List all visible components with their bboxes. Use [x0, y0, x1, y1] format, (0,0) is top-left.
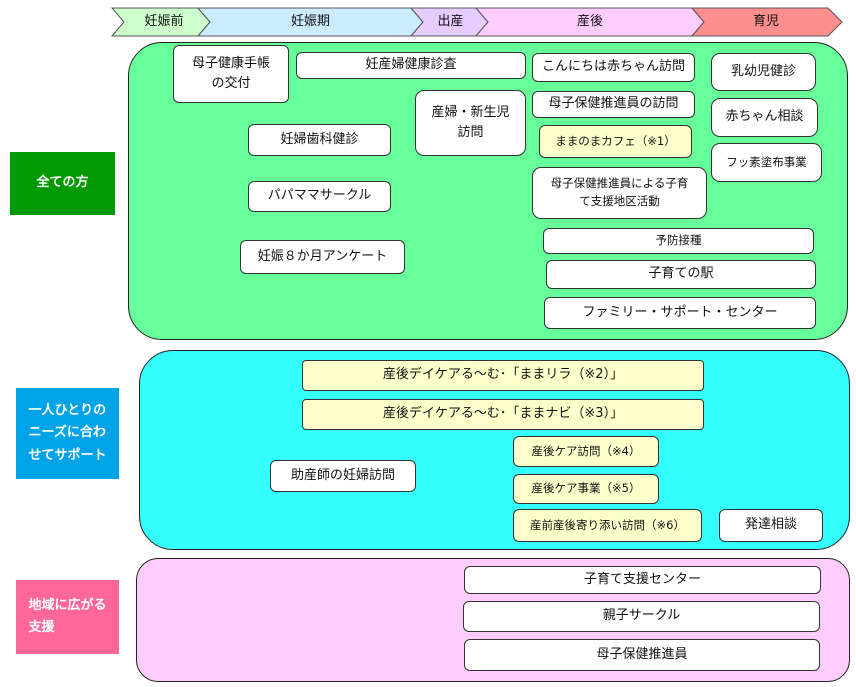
service-konnichiwa-akachan: こんにちは赤ちゃん訪問	[532, 53, 695, 82]
category-community: 地域に広がる 支援	[16, 580, 119, 654]
stage-label-pregnancy: 妊娠期	[290, 14, 330, 29]
service-ninsanpu-kenshin: 妊産婦健康診査	[296, 52, 526, 79]
service-ninshin-enquete: 妊娠８か月アンケート	[240, 240, 405, 274]
service-suishinin-houmon: 母子保健推進員の訪問	[532, 91, 695, 118]
service-yobou-sesshu: 予防接種	[543, 228, 814, 254]
service-fusso-toufu: フッ素塗布事業	[711, 143, 822, 182]
service-sango-care-jigyou: 産後ケア事業（※5）	[513, 474, 659, 504]
service-kosodate-shien-center: 子育て支援センター	[464, 566, 821, 594]
stage-label-pre-pregnancy: 妊娠前	[144, 14, 184, 29]
category-community-label: 地域に広がる 支援	[28, 597, 107, 635]
stage-arrow-childcare	[690, 7, 843, 37]
service-nyuyouji-kenshin: 乳幼児健診	[711, 53, 816, 91]
stage-label-birth: 出産	[437, 14, 464, 29]
category-all: 全ての方	[10, 152, 115, 215]
category-individual-label: 一人ひとりの ニーズに合わ せてサポート	[28, 403, 107, 463]
service-oyako-circle: 親子サークル	[463, 601, 820, 632]
service-josanshi-houmon: 助産師の妊婦訪問	[270, 460, 416, 492]
service-kosodate-chiku-katsudou: 母子保健推進員による子育 て支援地区活動	[532, 167, 707, 219]
stage-label-postpartum: 産後	[576, 14, 603, 29]
category-all-label: 全ての方	[36, 175, 89, 191]
stage-label-childcare: 育児	[752, 14, 779, 29]
service-ninpu-shika: 妊婦歯科健診	[248, 124, 391, 156]
service-yorisoi-houmon: 産前産後寄り添い訪問（※6）	[513, 509, 702, 542]
service-akachan-soudan: 赤ちゃん相談	[711, 98, 818, 137]
service-sango-care-houmon: 産後ケア訪問（※4）	[513, 436, 659, 467]
service-sanpu-shinseiji-houmon: 産婦・新生児 訪問	[415, 90, 526, 156]
life-stage-arrows	[110, 7, 843, 37]
service-mama-navi: 産後デイケアる～む･「ままナビ（※3）」	[302, 399, 704, 430]
service-hattatsu-soudan: 発達相談	[719, 509, 823, 542]
service-kosodate-no-eki: 子育ての駅	[546, 260, 816, 289]
service-mamanoma-cafe: ままのまカフェ（※1）	[539, 125, 692, 158]
service-papamama-circle: パパママサークル	[248, 181, 391, 212]
service-family-support-center: ファミリー・サポート・センター	[544, 297, 816, 329]
service-mama-relax: 産後デイケアる～む･「ままリラ（※2）」	[302, 360, 704, 391]
service-boshi-hoken-suishinin: 母子保健推進員	[464, 639, 820, 671]
service-boshi-techo: 母子健康手帳 の交付	[173, 45, 289, 103]
category-individual: 一人ひとりの ニーズに合わ せてサポート	[16, 388, 119, 479]
